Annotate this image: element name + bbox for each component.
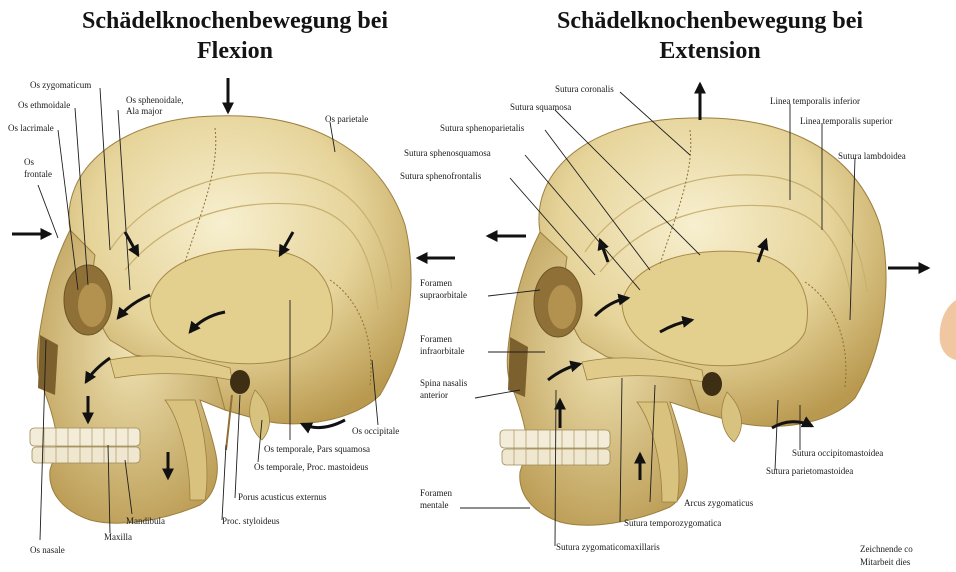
label-linea-superior: Linea temporalis superior (800, 116, 892, 126)
label-os-zygomaticum: Os zygomaticum (30, 80, 91, 90)
label-sutura-parietomastoidea: Sutura parietomastoidea (766, 466, 853, 476)
label-maxilla: Maxilla (104, 532, 132, 542)
label-sutura-sphenoparietalis: Sutura sphenoparietalis (440, 123, 525, 133)
label-sutura-lambdoidea: Sutura lambdoidea (838, 151, 906, 161)
temporal-region-left (150, 249, 333, 364)
label-os-lacrimale: Os lacrimale (8, 123, 54, 133)
label-sutura-coronalis: Sutura coronalis (555, 84, 614, 94)
label-sutura-sphenofrontalis: Sutura sphenofrontalis (400, 171, 482, 181)
label-sutura-squamosa: Sutura squamosa (510, 102, 571, 112)
label-os-frontale-2: frontale (24, 169, 52, 179)
skull-extension (500, 118, 886, 525)
label-linea-inferior: Linea temporalis inferior (770, 96, 860, 106)
corner-text-2: Mitarbeit dies (860, 557, 911, 567)
label-os-sphenoidale-2: Ala major (126, 106, 162, 116)
label-os-ethmoidale: Os ethmoidale (18, 100, 70, 110)
label-mandibula: Mandibula (126, 516, 165, 526)
label-sutura-occipitomastoidea: Sutura occipitomastoidea (792, 448, 883, 458)
label-foramen-mentale-1: Foramen (420, 488, 452, 498)
label-spina-1: Spina nasalis (420, 378, 468, 388)
label-porus: Porus acusticus externus (238, 492, 327, 502)
label-os-temporale-squamosa: Os temporale, Pars squamosa (264, 444, 370, 454)
label-proc-styloideus: Proc. styloideus (222, 516, 280, 526)
label-os-occipitale: Os occipitale (352, 426, 399, 436)
label-sutura-sphenosquamosa: Sutura sphenosquamosa (404, 148, 491, 158)
label-os-parietale: Os parietale (325, 114, 368, 124)
label-os-temporale-mastoideus: Os temporale, Proc. mastoideus (254, 462, 369, 472)
label-arcus: Arcus zygomaticus (684, 498, 754, 508)
label-foramen-infra-2: infraorbitale (420, 346, 464, 356)
label-sutura-temporozygomatica: Sutura temporozygomatica (624, 518, 721, 528)
label-foramen-supra-2: supraorbitale (420, 290, 467, 300)
label-foramen-supra-1: Foramen (420, 278, 452, 288)
teeth-right (500, 430, 610, 465)
edge-decoration (940, 300, 956, 360)
label-os-nasale: Os nasale (30, 545, 65, 555)
label-sutura-zygomaticomaxillaris: Sutura zygomaticomaxillaris (556, 542, 660, 552)
label-spina-2: anterior (420, 390, 448, 400)
label-os-frontale-1: Os (24, 157, 34, 167)
label-foramen-infra-1: Foramen (420, 334, 452, 344)
teeth-left (30, 428, 140, 463)
corner-text-1: Zeichnende co (860, 544, 913, 554)
label-os-sphenoidale-1: Os sphenoidale, (126, 95, 184, 105)
label-foramen-mentale-2: mentale (420, 500, 449, 510)
